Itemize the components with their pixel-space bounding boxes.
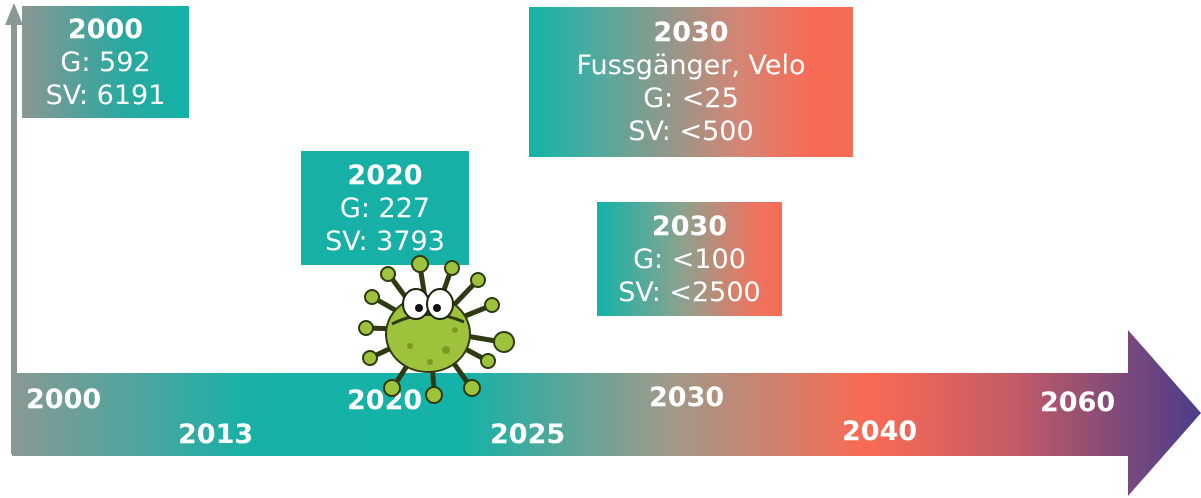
year-label-2040: 2040 xyxy=(842,416,918,447)
milestone-year: 2000 xyxy=(67,13,144,45)
milestone-year: 2020 xyxy=(347,159,423,191)
milestone-2030: 2030 G: <100 SV: <2500 xyxy=(597,202,782,316)
milestone-year: 2030 xyxy=(651,210,728,242)
milestone-g: G: 592 xyxy=(60,46,151,78)
milestone-2030-pedestrian-bike: 2030 Fussgänger, Velo G: <25 SV: <500 xyxy=(529,7,853,157)
milestone-g: G: <25 xyxy=(643,83,739,114)
timeline-arrow-shape xyxy=(12,330,1201,496)
milestone-g: G: <100 xyxy=(633,243,746,275)
year-label-2025: 2025 xyxy=(490,419,566,450)
year-label-2060: 2060 xyxy=(1040,387,1116,418)
year-label-2030: 2030 xyxy=(649,382,725,413)
milestone-2020: 2020 G: 227 SV: 3793 xyxy=(301,151,469,265)
year-label-2013: 2013 xyxy=(178,419,254,450)
milestone-mode: Fussgänger, Velo xyxy=(576,50,806,81)
milestone-sv: SV: <2500 xyxy=(618,276,761,308)
year-label-2000: 2000 xyxy=(26,384,102,415)
milestone-g: G: 227 xyxy=(339,192,431,224)
milestone-year: 2030 xyxy=(653,17,729,48)
milestone-2000: 2000 G: 592 SV: 6191 xyxy=(22,6,189,118)
milestone-sv: SV: 3793 xyxy=(325,225,445,257)
milestone-sv: SV: <500 xyxy=(628,116,754,147)
milestone-sv: SV: 6191 xyxy=(45,79,166,111)
vertical-axis-arrowhead xyxy=(5,3,23,25)
vertical-axis xyxy=(11,22,17,454)
